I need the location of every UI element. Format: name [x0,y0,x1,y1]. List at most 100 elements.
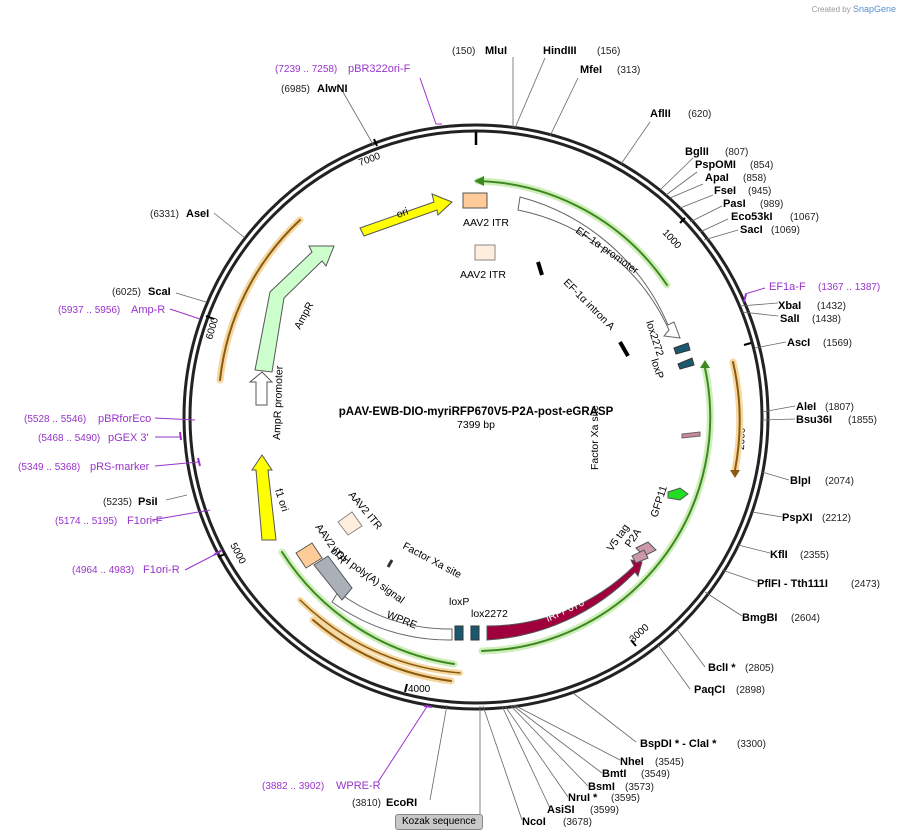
svg-text:MluI: MluI [485,45,507,57]
feature-itr-top: AAV2 ITR [462,192,509,229]
site-paqci: PaqCI (2898) [694,684,765,696]
feature-itr-top-inner: AAV2 ITR [460,244,506,281]
primer-f1ori-r: (4964 .. 4983) F1ori-R [72,549,223,576]
svg-text:(7239 .. 7258): (7239 .. 7258) [275,64,337,75]
svg-text:AsiSI: AsiSI [547,804,575,816]
svg-text:(6025): (6025) [112,287,141,298]
tick-1000: 1000 [660,228,684,252]
svg-text:AlwNI: AlwNI [317,83,348,95]
site-bmti: BmtI (3549) [602,768,670,780]
svg-text:Amp-R: Amp-R [131,304,165,316]
svg-text:XbaI: XbaI [778,300,801,312]
svg-text:(3599): (3599) [590,805,619,816]
svg-text:(3300): (3300) [737,739,766,750]
feature-ampr: AmpR [254,245,335,373]
svg-text:F1ori-R: F1ori-R [143,564,180,576]
svg-text:(945): (945) [748,186,771,197]
svg-text:(5528 .. 5546): (5528 .. 5546) [24,414,86,425]
site-asci: AscI (1569) [787,337,852,349]
svg-text:(5349 .. 5368): (5349 .. 5368) [18,462,80,473]
svg-text:MfeI: MfeI [580,64,602,76]
factor-xa-label-right: Factor Xa site [589,405,601,470]
itr-inner-label: AAV2 ITR [460,269,506,281]
primer-pbrforeco: (5528 .. 5546) pBRforEco [24,413,196,425]
site-nrui: NruI * (3595) [568,792,640,804]
primer-prs-marker: (5349 .. 5368) pRS-marker [18,457,201,473]
svg-text:(2805): (2805) [745,663,774,674]
lox2272-label-bottom: lox2272 [471,608,508,620]
svg-text:F1ori-F: F1ori-F [127,515,163,527]
feature-factor-xa-bottom: Factor Xa site [386,540,464,581]
site-asisi: AsiSI (3599) [547,804,619,816]
site-asei: (6331) AseI [150,208,209,220]
snapgene-logo: SnapGene [852,4,896,14]
feature-itr-bottom-inner: AAV2 ITR [337,489,385,536]
primer-ef1a-f: EF1a-F (1367 .. 1387) [743,281,880,303]
feature-gfp11: GFP11 [648,484,689,519]
credit-prefix: Created by [811,5,851,14]
site-hindiii: HindIII (156) [543,45,620,57]
svg-text:KflI: KflI [770,549,788,561]
svg-text:(1569): (1569) [823,338,852,349]
feature-ef1a-intron: EF-1α intron A [536,261,630,357]
svg-text:AflII: AflII [650,108,671,120]
svg-text:(313): (313) [617,65,640,76]
svg-text:Eco53kI: Eco53kI [731,211,773,223]
svg-text:(3595): (3595) [611,793,640,804]
primer-f1ori-f: (5174 .. 5195) F1ori-F [55,509,211,527]
svg-text:Bsu36I: Bsu36I [796,414,832,426]
svg-text:BclI *: BclI * [708,662,736,674]
site-fsei: FseI (945) [714,185,771,197]
gfp11-label: GFP11 [648,484,670,519]
svg-text:BsmI: BsmI [588,781,615,793]
svg-text:BspDI * - ClaI *: BspDI * - ClaI * [640,738,717,750]
site-blpi: BlpI (2074) [790,475,854,487]
svg-text:(6985): (6985) [281,84,310,95]
loxp-label-top: loxP [648,357,666,380]
loxp-label-bottom: loxP [449,596,469,608]
svg-text:PaqCI: PaqCI [694,684,725,696]
svg-text:PspOMI: PspOMI [695,159,736,171]
svg-text:(3573): (3573) [625,782,654,793]
svg-text:(5937 .. 5956): (5937 .. 5956) [58,305,120,316]
svg-text:(1807): (1807) [825,402,854,413]
svg-text:(3882 .. 3902): (3882 .. 3902) [262,781,324,792]
svg-text:(858): (858) [743,173,766,184]
svg-text:(2898): (2898) [736,685,765,696]
site-psii: (5235) PsiI [103,496,158,508]
site-pflfi: PflFI - Tth111I (2473) [757,578,880,590]
orf-arrowhead-right [700,360,710,368]
f1-ori-label: f1 ori [272,487,291,513]
factor-xa-label-bottom: Factor Xa site [401,540,464,581]
backbone-outer [182,123,770,711]
feature-bgh: bGH poly(A) signal [313,545,407,606]
tick-3000: 3000 [628,622,652,645]
plasmid-name: pAAV-EWB-DIO-myriRFP670V5-P2A-post-eGRAS… [339,406,614,418]
feature-factor-xa: Factor Xa site [589,405,701,470]
site-scai: (6025) ScaI [112,286,171,298]
svg-text:PsiI: PsiI [138,496,158,508]
ori-label: ori [395,206,410,221]
snapgene-credit: Created by SnapGene [812,4,896,14]
itr-top-label: AAV2 ITR [463,217,509,229]
site-pspxi: PspXI (2212) [782,512,851,524]
site-saci: SacI (1069) [740,224,800,236]
svg-text:BmtI: BmtI [602,768,626,780]
site-ecori: (3810) EcoRI [352,797,417,809]
svg-text:AleI: AleI [796,401,816,413]
svg-text:(3678): (3678) [563,817,592,828]
svg-text:(854): (854) [750,160,773,171]
svg-text:pRS-marker: pRS-marker [90,461,150,473]
site-bsmi: BsmI (3573) [588,781,654,793]
svg-text:HindIII: HindIII [543,45,577,57]
svg-text:pBRforEco: pBRforEco [98,413,151,425]
orf-rings [216,177,744,685]
lox2272-label-top: lox2272 [643,319,666,358]
svg-text:pGEX 3': pGEX 3' [108,432,149,444]
feature-lox-bottom: loxP lox2272 [449,596,508,641]
site-aflii: AflII (620) [650,108,711,120]
svg-text:(2074): (2074) [825,476,854,487]
site-bsu36i: Bsu36I (1855) [796,414,877,426]
kozak-sequence-label[interactable]: Kozak sequence [395,814,483,830]
svg-text:(1438): (1438) [812,314,841,325]
